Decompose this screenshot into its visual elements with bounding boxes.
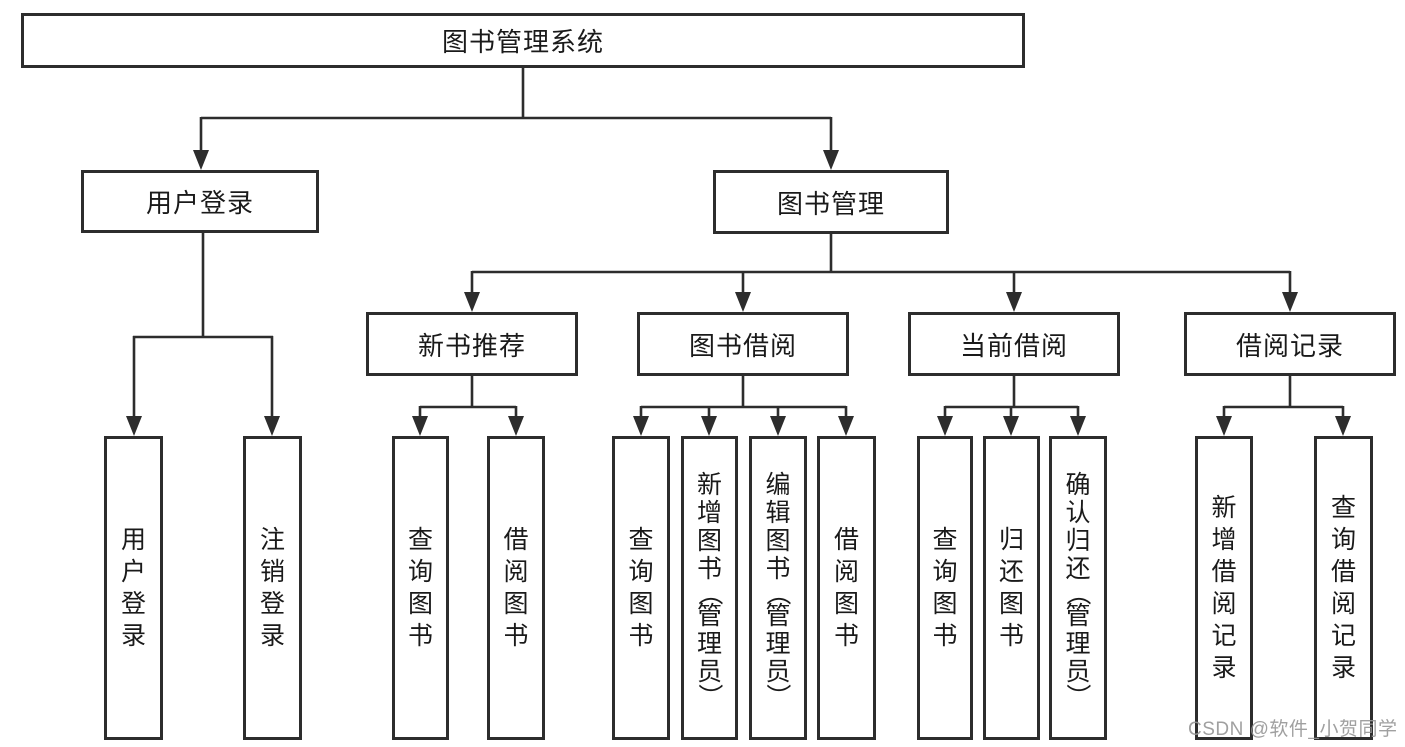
node-borrowing-records: 借阅记录 [1184, 312, 1396, 376]
leaf-query-books-recommend: 查询图书 [392, 436, 449, 740]
node-book-management: 图书管理 [713, 170, 949, 234]
node-new-book-recommendation: 新书推荐 [366, 312, 578, 376]
leaf-query-books-borrowing: 查询图书 [612, 436, 670, 740]
node-current-borrowing: 当前借阅 [908, 312, 1120, 376]
leaf-return-books: 归还图书 [983, 436, 1040, 740]
leaf-edit-book-admin: 编辑图书（管理员） [749, 436, 807, 740]
node-book-borrowing: 图书借阅 [637, 312, 849, 376]
leaf-user-login: 用户登录 [104, 436, 163, 740]
node-user-login: 用户登录 [81, 170, 319, 233]
node-library-management-system: 图书管理系统 [21, 13, 1025, 68]
leaf-query-books-current: 查询图书 [917, 436, 973, 740]
leaf-query-borrow-record: 查询借阅记录 [1314, 436, 1373, 740]
leaf-confirm-return-admin: 确认归还（管理员） [1049, 436, 1107, 740]
leaf-add-borrow-record: 新增借阅记录 [1195, 436, 1253, 740]
leaf-borrow-books: 借阅图书 [817, 436, 876, 740]
csdn-watermark: CSDN @软件_小贺同学 [1188, 719, 1398, 740]
leaf-borrow-books-recommend: 借阅图书 [487, 436, 545, 740]
leaf-logout: 注销登录 [243, 436, 302, 740]
arrowheads [126, 150, 1351, 436]
leaf-add-book-admin: 新增图书（管理员） [681, 436, 738, 740]
